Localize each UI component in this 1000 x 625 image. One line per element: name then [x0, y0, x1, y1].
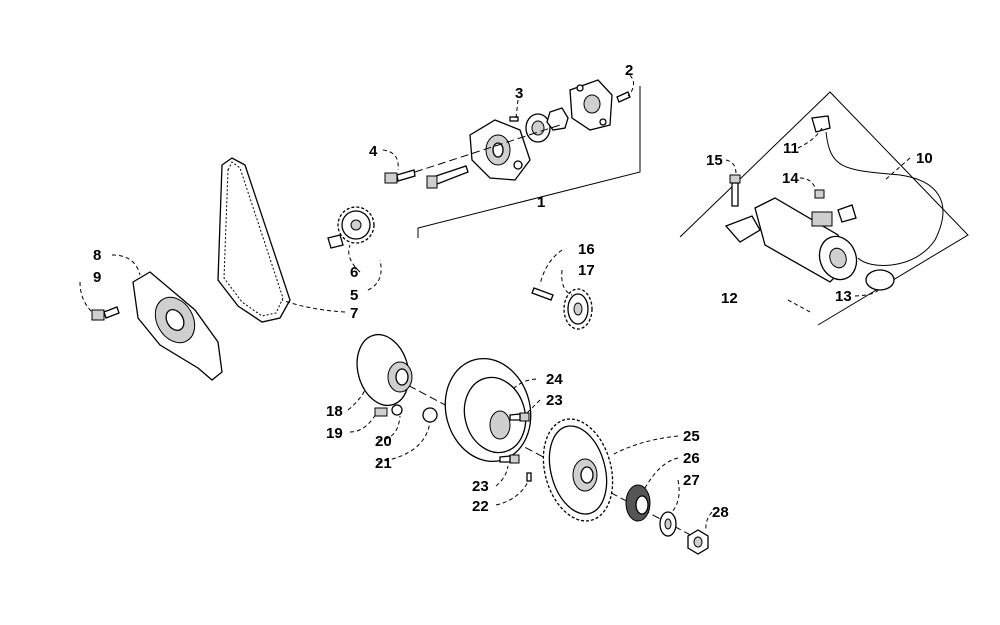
label-21: 21	[375, 455, 392, 472]
bolt-15	[729, 174, 741, 207]
washer-27	[659, 511, 677, 537]
pump-shaft	[426, 165, 469, 189]
pin-3	[509, 116, 519, 122]
label-27: 27	[683, 472, 700, 489]
pump-cover	[569, 79, 613, 131]
bolt-23-upper	[509, 412, 530, 422]
label-6: 6	[350, 264, 358, 281]
pin-22	[526, 472, 532, 482]
label-18: 18	[326, 403, 343, 420]
label-10: 10	[916, 150, 933, 167]
starter-cable	[811, 115, 944, 266]
label-14: 14	[782, 170, 799, 187]
label-1: 1	[537, 194, 545, 211]
drive-chain	[217, 157, 291, 323]
label-23-upper: 23	[546, 392, 563, 409]
label-23-lower: 23	[472, 478, 489, 495]
label-3: 3	[515, 85, 523, 102]
pump-body	[469, 119, 531, 181]
label-22: 22	[472, 498, 489, 515]
part-labels: 1 2 3 4 5 6 7 8 9 10 11 12 13 14 15 16 1…	[93, 62, 933, 521]
label-7: 7	[350, 305, 358, 322]
screw-4	[384, 169, 416, 184]
bolt-9	[91, 306, 120, 321]
leader-lines	[79, 74, 911, 531]
label-15: 15	[706, 152, 723, 169]
roller-21	[422, 407, 438, 423]
clutch-plate	[356, 333, 413, 407]
pump-inner-rotor	[546, 107, 569, 131]
idle-gear-shaft	[531, 287, 554, 301]
label-26: 26	[683, 450, 700, 467]
pump-rotor	[525, 113, 551, 143]
label-9: 9	[93, 269, 101, 286]
starter-motor	[724, 197, 858, 283]
label-8: 8	[93, 247, 101, 264]
spring-19	[374, 407, 388, 417]
flywheel	[444, 357, 532, 463]
starter-driven-gear	[542, 418, 614, 522]
bearing-26	[625, 484, 651, 522]
cap-20	[391, 404, 403, 416]
starter-clutch-group	[356, 333, 709, 555]
bolt-23-lower	[499, 454, 520, 464]
label-16: 16	[578, 241, 595, 258]
label-24: 24	[546, 371, 563, 388]
label-2: 2	[625, 62, 633, 79]
label-25: 25	[683, 428, 700, 445]
label-19: 19	[326, 425, 343, 442]
label-4: 4	[369, 143, 378, 160]
nut-28	[687, 529, 709, 555]
label-13: 13	[835, 288, 852, 305]
label-11: 11	[783, 140, 799, 157]
screw-2	[616, 91, 631, 103]
idle-gear	[563, 288, 593, 330]
label-20: 20	[375, 433, 392, 450]
starter-motor-group	[679, 91, 969, 326]
label-28: 28	[712, 504, 729, 521]
label-12: 12	[721, 290, 738, 307]
screw-14	[814, 189, 825, 199]
oil-pump-assembly	[384, 79, 641, 238]
o-ring-13	[865, 269, 895, 291]
label-5: 5	[350, 287, 358, 304]
label-17: 17	[578, 262, 595, 279]
drive-sprocket	[327, 206, 375, 249]
cover-plate	[132, 271, 223, 381]
